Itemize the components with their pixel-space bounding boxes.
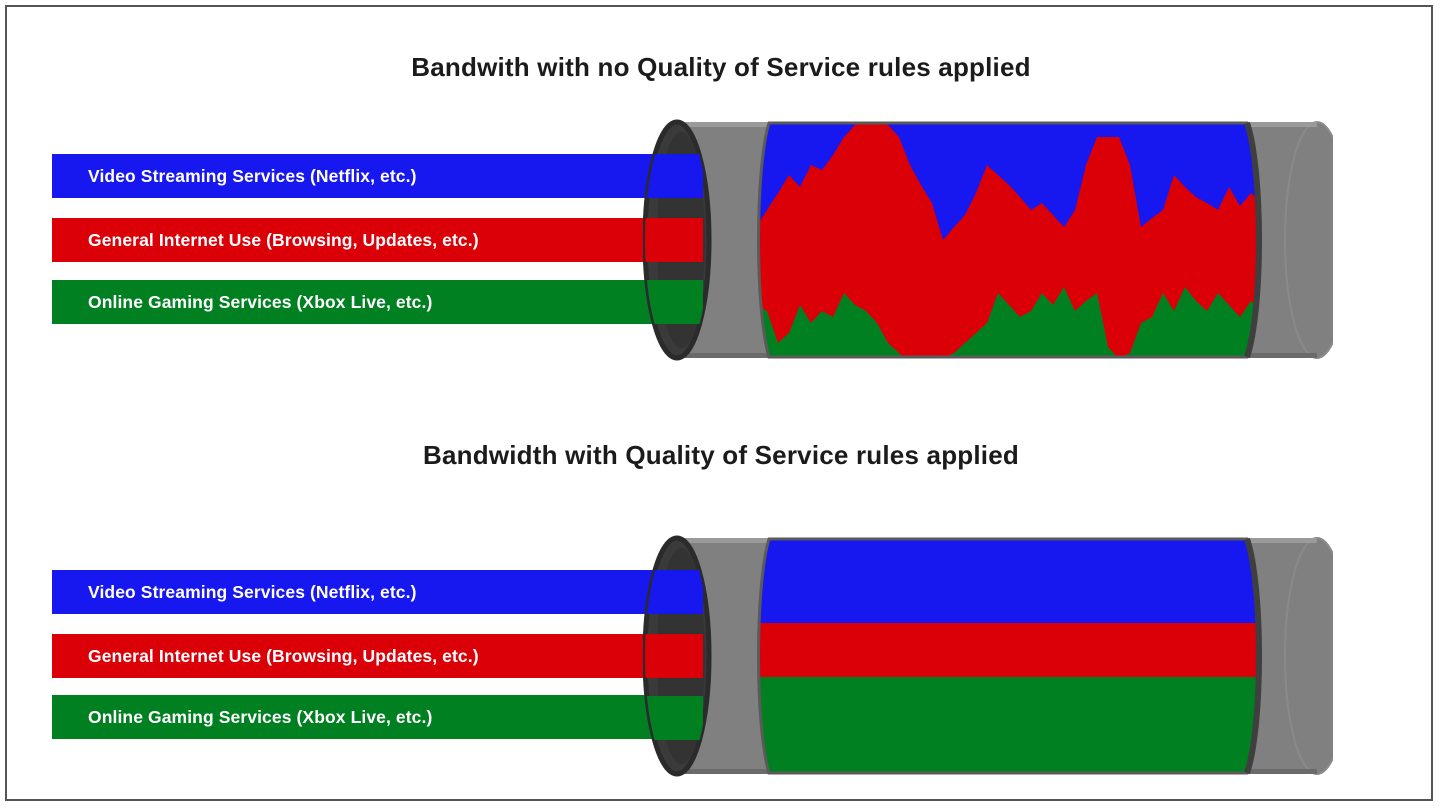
- pipe-inner-rim-with-qos: [1244, 538, 1262, 774]
- panel-title-with-qos: Bandwidth with Quality of Service rules …: [423, 440, 1019, 470]
- flow-band-video: [758, 539, 1259, 623]
- flow-band-gaming: [758, 677, 1259, 773]
- legend-bar-online-gaming: Online Gaming Services (Xbox Live, etc.): [52, 280, 702, 324]
- legend-bar-general-internet-qos: General Internet Use (Browsing, Updates,…: [52, 634, 702, 678]
- legend-bar-general-internet: General Internet Use (Browsing, Updates,…: [52, 218, 702, 262]
- pipe-with-qos: [643, 531, 1333, 781]
- legend-label-general-internet: General Internet Use (Browsing, Updates,…: [88, 229, 479, 250]
- pipe-no-qos: [643, 115, 1333, 365]
- pipe-flow-with-qos: [758, 539, 1259, 773]
- legend-label-online-gaming-qos: Online Gaming Services (Xbox Live, etc.): [88, 706, 433, 727]
- legend-label-general-internet-qos: General Internet Use (Browsing, Updates,…: [88, 645, 479, 666]
- pipe-inlet-bars-with-qos: [645, 570, 703, 740]
- legend-bar-video-streaming: Video Streaming Services (Netflix, etc.): [52, 154, 702, 198]
- pipe-svg-no-qos: [643, 119, 1333, 361]
- pipe-inner-rim-no-qos: [1244, 122, 1262, 358]
- flow-band-internet: [758, 623, 1259, 677]
- legend-bar-online-gaming-qos: Online Gaming Services (Xbox Live, etc.): [52, 695, 702, 739]
- pipe-inlet-bars-no-qos: [645, 154, 703, 324]
- legend-label-online-gaming: Online Gaming Services (Xbox Live, etc.): [88, 291, 433, 312]
- panel-no-qos: Bandwith with no Quality of Service rule…: [7, 7, 1435, 407]
- legend-bar-video-streaming-qos: Video Streaming Services (Netflix, etc.): [52, 570, 702, 614]
- pipe-flow-no-qos: [758, 123, 1259, 357]
- legend-label-video-streaming: Video Streaming Services (Netflix, etc.): [88, 165, 417, 186]
- diagram-frame: Bandwith with no Quality of Service rule…: [5, 5, 1433, 801]
- flow-layer-internet: [758, 123, 1259, 357]
- panel-with-qos: Bandwidth with Quality of Service rules …: [7, 395, 1435, 803]
- panel-title-no-qos: Bandwith with no Quality of Service rule…: [411, 52, 1031, 82]
- pipe-svg-with-qos: [643, 535, 1333, 777]
- flow-layer-gaming: [758, 287, 1259, 357]
- legend-label-video-streaming-qos: Video Streaming Services (Netflix, etc.): [88, 581, 417, 602]
